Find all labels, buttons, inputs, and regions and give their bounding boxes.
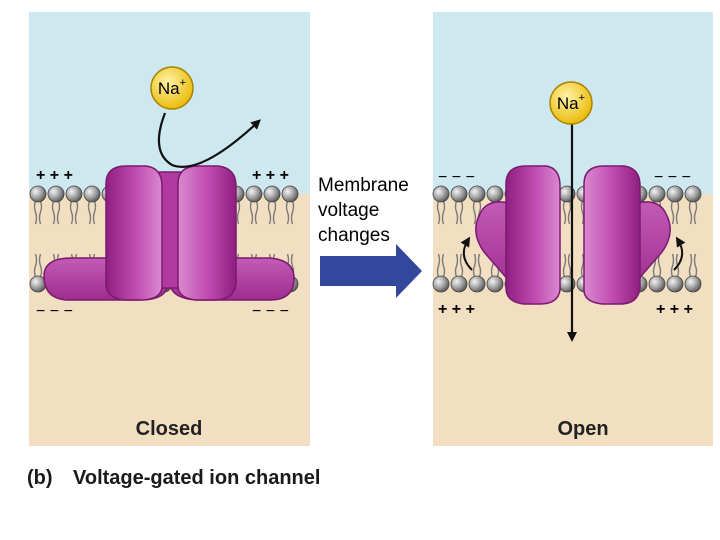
lipid-tail	[441, 253, 446, 278]
transition-text-line1: Membrane	[318, 175, 409, 196]
closed-top-charge-left: + + +	[36, 167, 73, 184]
lipid-head	[29, 185, 47, 203]
lipid-head	[47, 185, 65, 203]
transition-text-line2: voltage	[318, 200, 379, 221]
lipid-tail	[477, 253, 482, 278]
lipid-tail	[92, 200, 97, 225]
deflection-arrow	[157, 112, 261, 168]
open-sodium-ion	[549, 81, 593, 125]
open-label: Open	[557, 418, 608, 440]
lipid-head	[65, 185, 83, 203]
lipid-head	[666, 185, 684, 203]
lipid-head	[450, 275, 468, 293]
closed-sodium-label: Na+	[158, 77, 186, 98]
lipid-tail	[272, 200, 277, 225]
lipid-head	[486, 185, 504, 203]
lipid-tail	[254, 200, 259, 225]
open-top-charge-left: − − −	[438, 169, 475, 186]
lipid-tail	[436, 253, 441, 278]
lipid-tail	[688, 253, 693, 278]
rotation-arrow-right	[673, 236, 686, 271]
lipid-tail	[675, 200, 680, 225]
caption-text: Voltage-gated ion channel	[73, 467, 320, 489]
lipid-head	[245, 185, 263, 203]
lipid-tail	[38, 253, 43, 278]
lipid-tail	[87, 200, 92, 225]
closed-label: Closed	[136, 418, 203, 440]
lipid-tail	[74, 200, 79, 225]
lipid-tail	[454, 200, 459, 225]
lipid-tail	[459, 253, 464, 278]
lipid-tail	[459, 200, 464, 225]
lipid-tail	[472, 253, 477, 278]
lipid-head	[432, 185, 450, 203]
lipid-head	[486, 275, 504, 293]
lipid-tail	[693, 253, 698, 278]
lipid-tail	[693, 200, 698, 225]
open-panel: − − − − − − + + + + + + Na+ Open	[432, 12, 713, 446]
lipid-tail	[290, 200, 295, 225]
lipid-tail	[51, 200, 56, 225]
lipid-tail	[56, 200, 61, 225]
lipid-tail	[436, 200, 441, 225]
lipid-tail	[567, 253, 572, 278]
lipid-tail	[38, 200, 43, 225]
lipid-tail	[670, 253, 675, 278]
lipid-tail	[688, 200, 693, 225]
lipid-head	[684, 185, 702, 203]
closed-bottom-charge-right: − − −	[252, 303, 289, 320]
transition: Membrane voltage changes	[318, 175, 422, 298]
open-channel-subunit-left	[505, 165, 561, 305]
open-top-charge-right: − − −	[654, 169, 691, 186]
transition-text-line3: changes	[318, 225, 390, 246]
transition-arrow	[320, 244, 422, 298]
lipid-head	[83, 185, 101, 203]
lipid-head	[468, 275, 486, 293]
caption-tag: (b)	[27, 467, 53, 489]
open-bottom-charge-left: + + +	[438, 301, 475, 318]
lipid-tail	[441, 200, 446, 225]
figure-caption: (b) Voltage-gated ion channel	[27, 467, 320, 489]
lipid-head	[450, 185, 468, 203]
lipid-tail	[472, 200, 477, 225]
lipid-head	[666, 275, 684, 293]
lipid-tail	[567, 200, 572, 225]
lipid-tail	[267, 200, 272, 225]
lipid-tail	[249, 200, 254, 225]
closed-sodium-ion	[150, 66, 194, 110]
lipid-head	[684, 275, 702, 293]
closed-top-charge-right: + + +	[252, 167, 289, 184]
open-sodium-label: Na+	[557, 92, 585, 113]
lipid-head	[263, 185, 281, 203]
open-channel-subunit-right	[583, 165, 641, 305]
lipid-head	[648, 185, 666, 203]
closed-bottom-charge-left: − − −	[36, 303, 73, 320]
open-bottom-charge-right: + + +	[656, 301, 693, 318]
rotation-arrow-left	[460, 236, 473, 271]
lipid-tail	[69, 200, 74, 225]
lipid-tail	[657, 253, 662, 278]
lipid-tail	[33, 253, 38, 278]
lipid-tail	[33, 200, 38, 225]
lipid-tail	[454, 253, 459, 278]
lipid-tail	[562, 200, 567, 225]
closed-panel: + + + + + + − − − − − − Na+ Closed	[29, 12, 310, 446]
closed-channel-subunit-right	[177, 165, 237, 301]
lipid-tail	[236, 200, 241, 225]
lipid-head	[432, 275, 450, 293]
lipid-tail	[670, 200, 675, 225]
lipid-head	[648, 275, 666, 293]
lipid-head	[468, 185, 486, 203]
lipid-head	[281, 185, 299, 203]
lipid-tail	[562, 253, 567, 278]
closed-channel-subunit-left	[105, 165, 163, 301]
lipid-tail	[285, 200, 290, 225]
